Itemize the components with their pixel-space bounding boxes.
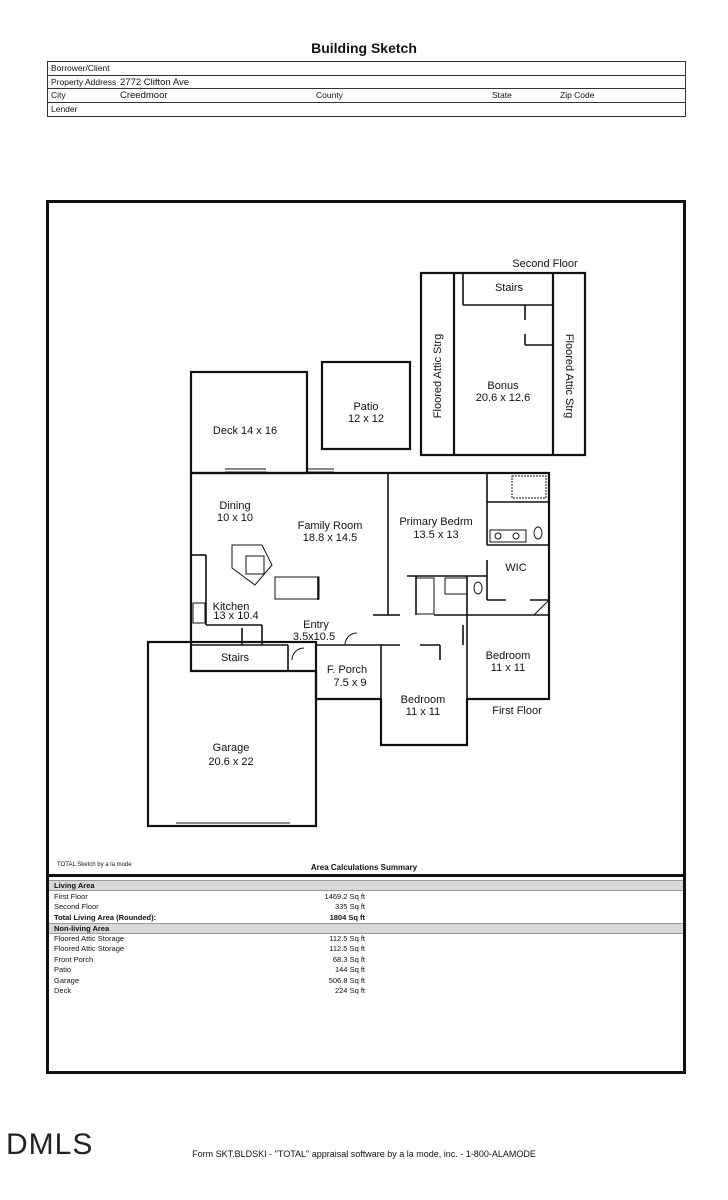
zip-label: Zip Code	[560, 90, 595, 100]
county-label: County	[316, 90, 343, 100]
kitchen-label: Kitchen	[213, 601, 250, 613]
address-row: Property Address 2772 Clifton Ave	[48, 76, 685, 89]
summary-row: Second Floor 335 Sq ft	[54, 902, 365, 912]
summary-row: Patio 144 Sq ft	[54, 965, 365, 975]
patio-dim: 12 x 12	[348, 413, 384, 425]
room-labels: Second Floor Stairs Floored Attic Strg F…	[208, 258, 578, 768]
second-floor-label: Second Floor	[512, 258, 578, 270]
sketch-frame	[46, 200, 686, 874]
kitchen-dim: 13 x 10.4	[213, 610, 258, 622]
city-value: Creedmoor	[120, 90, 168, 101]
living-area-header: Living Area	[49, 880, 683, 891]
borrower-row: Borrower/Client	[48, 62, 685, 76]
front-porch-label: F. Porch	[327, 664, 367, 676]
bedroom-right-label: Bedroom	[486, 650, 531, 662]
area-summary-title: Area Calculations Summary	[310, 863, 418, 872]
sketch-credit: TOTAL Sketch by a la mode	[57, 862, 132, 868]
total-living-row: Total Living Area (Rounded): 1804 Sq ft	[54, 912, 365, 922]
entry-dim: 3.5x10.5	[293, 631, 335, 643]
dining-dim: 10 x 10	[217, 512, 253, 524]
wic-label: WIC	[505, 562, 526, 574]
summary-row: Front Porch 68.3 Sq ft	[54, 954, 365, 964]
state-label: State	[492, 90, 512, 100]
garage-label: Garage	[213, 742, 250, 754]
primary-bedroom-label: Primary Bedrm	[399, 516, 472, 528]
page-title: Building Sketch	[311, 40, 417, 56]
bonus-dim: 20.6 x 12.6	[476, 392, 530, 404]
front-porch-dim: 7.5 x 9	[333, 677, 366, 689]
address-value: 2772 Clifton Ave	[120, 76, 190, 88]
city-row: City Creedmoor County State Zip Code	[48, 89, 685, 103]
dining-label: Dining	[219, 500, 250, 512]
bedroom-bottom-label: Bedroom	[401, 694, 446, 706]
floor-plan-sketch: Second Floor Stairs Floored Attic Strg F…	[146, 258, 587, 828]
deck-label: Deck 14 x 16	[213, 425, 277, 437]
patio-label: Patio	[353, 401, 378, 413]
deck-outline	[189, 370, 309, 475]
property-info-table: Borrower/Client Property Address 2772 Cl…	[47, 61, 686, 117]
patio-outline	[320, 360, 412, 451]
stairs-main-label: Stairs	[221, 652, 250, 664]
lender-row: Lender	[48, 103, 685, 117]
floored-attic-left-label: Floored Attic Strg	[432, 334, 444, 418]
second-floor-plan	[419, 271, 587, 457]
family-room-dim: 18.8 x 14.5	[303, 532, 357, 544]
form-footer: Form SKT.BLDSKI - "TOTAL" appraisal soft…	[192, 1149, 536, 1159]
lender-label: Lender	[51, 104, 78, 114]
garage-dim: 20.6 x 22	[208, 756, 253, 768]
summary-row: First Floor 1469.2 Sq ft	[54, 892, 365, 901]
summary-row: Deck 224 Sq ft	[54, 986, 365, 995]
dmls-logo: DMLS	[6, 1128, 94, 1161]
summary-row: Garage 506.8 Sq ft	[54, 975, 365, 985]
entry-label: Entry	[303, 619, 329, 631]
first-floor-label: First Floor	[492, 705, 542, 717]
nonliving-area-header: Non-living Area	[49, 923, 683, 934]
address-label: Property Address	[51, 76, 117, 87]
borrower-label: Borrower/Client	[51, 63, 110, 73]
family-room-label: Family Room	[298, 520, 363, 532]
stairs-upper-label: Stairs	[495, 282, 524, 294]
bonus-label: Bonus	[487, 380, 519, 392]
summary-row: Floored Attic Storage 112.5 Sq ft	[54, 934, 365, 943]
floored-attic-right-label: Floored Attic Strg	[563, 334, 575, 418]
summary-row: Floored Attic Storage 112.5 Sq ft	[54, 944, 365, 954]
primary-bedroom-dim: 13.5 x 13	[413, 529, 458, 541]
area-summary: Living Area First Floor 1469.2 Sq ft Sec…	[46, 874, 686, 1074]
garage-outline	[146, 640, 318, 828]
bedroom-bottom-dim: 11 x 11	[406, 706, 440, 718]
bedroom-right-dim: 11 x 11	[491, 662, 525, 674]
first-floor-plan	[189, 468, 551, 747]
city-label: City	[51, 90, 66, 100]
